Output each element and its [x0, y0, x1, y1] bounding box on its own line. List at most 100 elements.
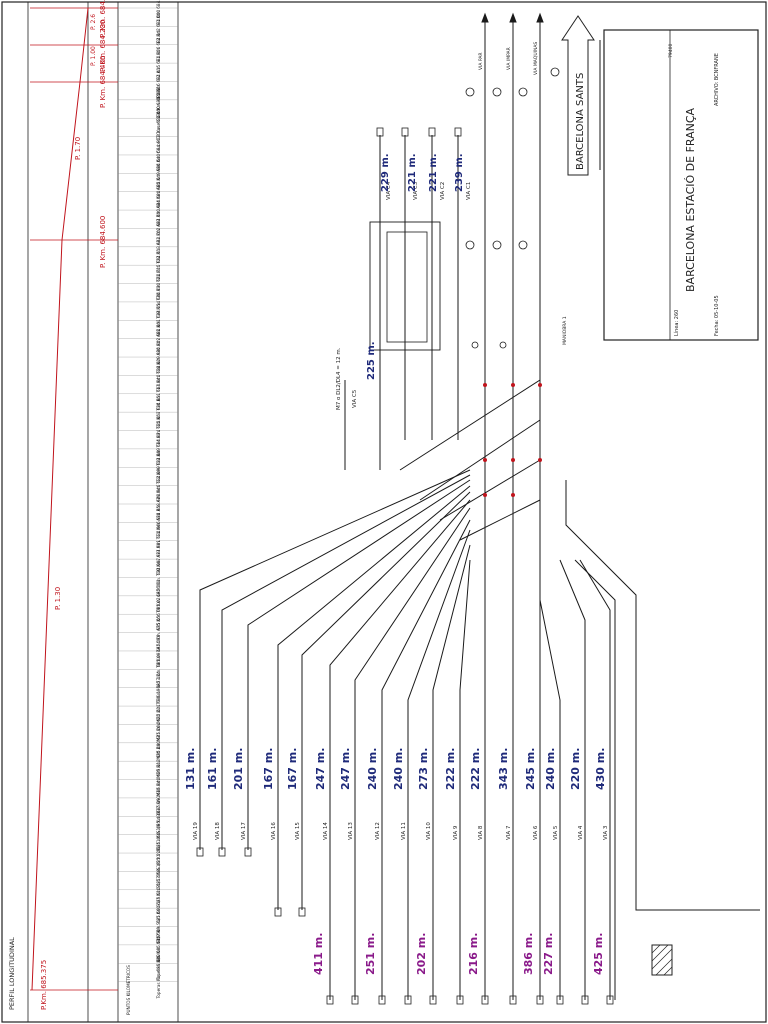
via-label: VIA 19 — [193, 822, 199, 840]
km-entry: A74 Km. 685.056 — [156, 613, 161, 650]
track-length-lower: 251 m. — [364, 933, 377, 975]
km-entry: M21 Km. 685.221 — [156, 704, 161, 741]
via-label: VIA 18 — [215, 822, 221, 840]
via-label: VIA 7 — [506, 825, 512, 840]
yard-length: 221 m. — [428, 153, 439, 192]
via-label: VIA 8 — [478, 825, 484, 840]
km-entry: A82 Km. 684.700 — [156, 209, 161, 246]
buffer-stop — [509, 995, 517, 1005]
km-entry: T21 Km. 684.713 — [156, 246, 161, 283]
km-entry: T18 Km. 684.802 — [156, 338, 161, 375]
via-label: VIA 13 — [348, 822, 354, 840]
km-entry: T12 Km. 684.889 — [156, 448, 161, 485]
track-length-lower: 411 m. — [312, 933, 325, 975]
via-label: VIA 14 — [323, 822, 329, 840]
buffer-stop — [351, 995, 359, 1005]
via-label: VIA 5 — [553, 825, 559, 840]
km-entry: S1/3 Km. 685.558 — [156, 869, 161, 907]
km-entry: M20 Km. 685.264 — [156, 722, 161, 759]
direction-label: BARCELONA SANTS — [575, 73, 586, 170]
track-length: 167 m. — [262, 748, 275, 790]
km-entry: A73 Km. 685.093 — [156, 650, 161, 687]
gradient-label: P. 2.6 — [90, 14, 97, 30]
yard-via-label: VIA C1 — [466, 182, 472, 200]
km-label: P. Km. 684.230 — [99, 20, 107, 72]
buffer-stops — [196, 127, 614, 1005]
km-entry: A77 Km. 684.966 — [156, 521, 161, 558]
km-entry: E2 Km. 684.356 — [156, 46, 161, 80]
track-length: 245 m. — [524, 748, 537, 790]
km-entry: A78 Km. 684.946 — [156, 484, 161, 521]
km-entry: T14 Km. 684.857 — [156, 411, 161, 448]
km-entry: T16 Km. 684.840 — [156, 374, 161, 411]
buffer-stop — [404, 995, 412, 1005]
km-entry: A75 Km. 685.024 — [156, 594, 161, 631]
mainline-labels: VIA PAR VIA IMPAR VIA MAQUINAS MANIOBRA … — [478, 42, 568, 345]
km-entry: S1/1 Km. 685.610 — [156, 887, 161, 925]
track-length-lower: 425 m. — [592, 933, 605, 975]
track-length-lower: 216 m. — [467, 933, 480, 975]
via-label: VIA 17 — [241, 822, 247, 840]
track-length-lower: 386 m. — [522, 933, 535, 975]
yard-via-label: VIA C3 — [413, 181, 419, 200]
km-entry: M22 Km. 685.193 — [156, 686, 161, 723]
km-entry: T8 Km. 685.079 — [156, 634, 161, 669]
km-entry: T22 Km. 684.702 — [156, 227, 161, 264]
km-entry: T7 Km. 685.124 — [156, 671, 161, 706]
buffer-stop — [298, 907, 306, 917]
km-entry: A76 Km. 684.987 — [156, 558, 161, 595]
km-entry: T20 Km. 684.715 — [156, 264, 161, 301]
track-length: 220 m. — [569, 748, 582, 790]
line-number: Línea: 260 — [673, 310, 680, 336]
km-entry: T11 Km. 684.958 — [156, 503, 161, 540]
track-length: 167 m. — [286, 748, 299, 790]
maniobra-label: MANIOBRA 1 — [562, 316, 568, 345]
km-label: P. Km. 684.600 — [99, 216, 107, 268]
yard-length: 225 m. — [366, 341, 377, 380]
signals — [465, 67, 560, 349]
track-length: 222 m. — [469, 748, 482, 790]
buffer-stop — [428, 127, 436, 137]
track-length: 247 m. — [339, 748, 352, 790]
gradient-label: P. 1.30 — [54, 587, 62, 610]
km-entry: T17 Km. 684.829 — [156, 356, 161, 393]
km-entry: A79 Km. 684.899 — [156, 466, 161, 503]
km-entry: A80 Km. 684.801 — [156, 319, 161, 356]
km-entry: T19 Km. 684.730 — [156, 282, 161, 319]
km-entry: S1/7 Km. 685.660 — [156, 906, 161, 944]
yard-via-label: VIA C2 — [440, 182, 446, 200]
buffer-stop — [556, 995, 564, 1005]
via-label: VIA 12 — [375, 822, 381, 840]
yard-length: 229 m. — [380, 153, 391, 192]
yard-note: M7 o DL2/DL4 = 12 m. — [336, 347, 342, 410]
track-length: 247 m. — [314, 748, 327, 790]
km-entry: T13 Km. 684.874 — [156, 429, 161, 466]
km-entry: Toperas Km. 685.710 — [156, 936, 161, 982]
km-entry: E/S Km. 685.689 — [156, 927, 161, 962]
buffer-stop — [481, 995, 489, 1005]
km-entry: E3 Km. 684.415 — [156, 65, 161, 99]
track-length: 240 m. — [392, 748, 405, 790]
gradient-label: P. 1.00 — [90, 46, 97, 66]
track-length: 240 m. — [544, 748, 557, 790]
km-entry: Cruce C1 Km. 684.588 — [156, 88, 161, 136]
via-label: VIA 6 — [533, 825, 539, 840]
km-entry: T15 Km. 684.851 — [156, 393, 161, 430]
km-entry: E1 Km. 684.018 — [156, 0, 161, 25]
track-length: 222 m. — [444, 748, 457, 790]
buffer-stop — [218, 847, 226, 857]
track-length: 430 m. — [594, 748, 607, 790]
km-entry: Toperas Km. 685.380 — [156, 954, 161, 1000]
profile-header: PERFIL LONGITUDINAL — [8, 937, 16, 1010]
km-entry: M18 Km. 685.312 — [156, 759, 161, 796]
via-maquinas-label: VIA MAQUINAS — [533, 42, 539, 75]
via-label: VIA 11 — [401, 822, 407, 840]
track-length: 343 m. — [497, 748, 510, 790]
km-label: P. Km. 684.000 — [99, 0, 107, 38]
track-length: 131 m. — [184, 748, 197, 790]
buffer-stop — [244, 847, 252, 857]
yard-length: 221 m. — [407, 153, 418, 192]
